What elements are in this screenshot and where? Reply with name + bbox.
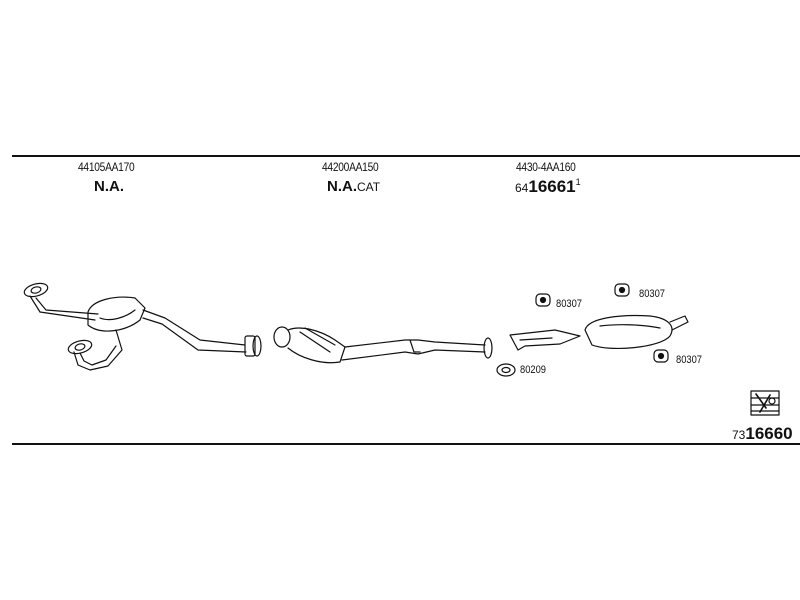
part-code-3-prefix: 64 [515,181,529,195]
hanger-icon [535,283,669,363]
ref-gasket: 80209 [520,364,547,376]
bottom-rule [12,443,800,445]
part-status-2-suffix: CAT [357,180,381,194]
part-code-3: 64166611 [515,177,581,197]
front-pipe-illustration [23,282,262,371]
part-number-1: 44105AA170 [78,160,135,174]
part-code-3-sup: 1 [575,177,581,187]
ref-hanger-1: 80307 [556,298,583,310]
catalog-number: 16660 [745,424,793,443]
catalog-prefix: 73 [732,428,746,442]
rear-muffler-illustration [509,314,689,351]
ref-hanger-2: 80307 [639,288,666,300]
gasket-icon [496,363,516,377]
part-status-2: N.A.CAT [327,178,380,195]
part-code-3-code: 16661 [528,177,576,196]
ref-hanger-3: 80307 [676,354,703,366]
part-status-1: N.A. [94,178,124,195]
part-number-2: 44200AA150 [322,160,379,174]
part-status-2-label: N.A. [327,178,357,195]
book-icon [750,390,780,416]
top-rule [12,155,800,157]
catalytic-converter-illustration [273,326,493,364]
part-number-3: 4430-4AA160 [516,160,576,174]
catalog-code: 7316660 [732,424,793,444]
